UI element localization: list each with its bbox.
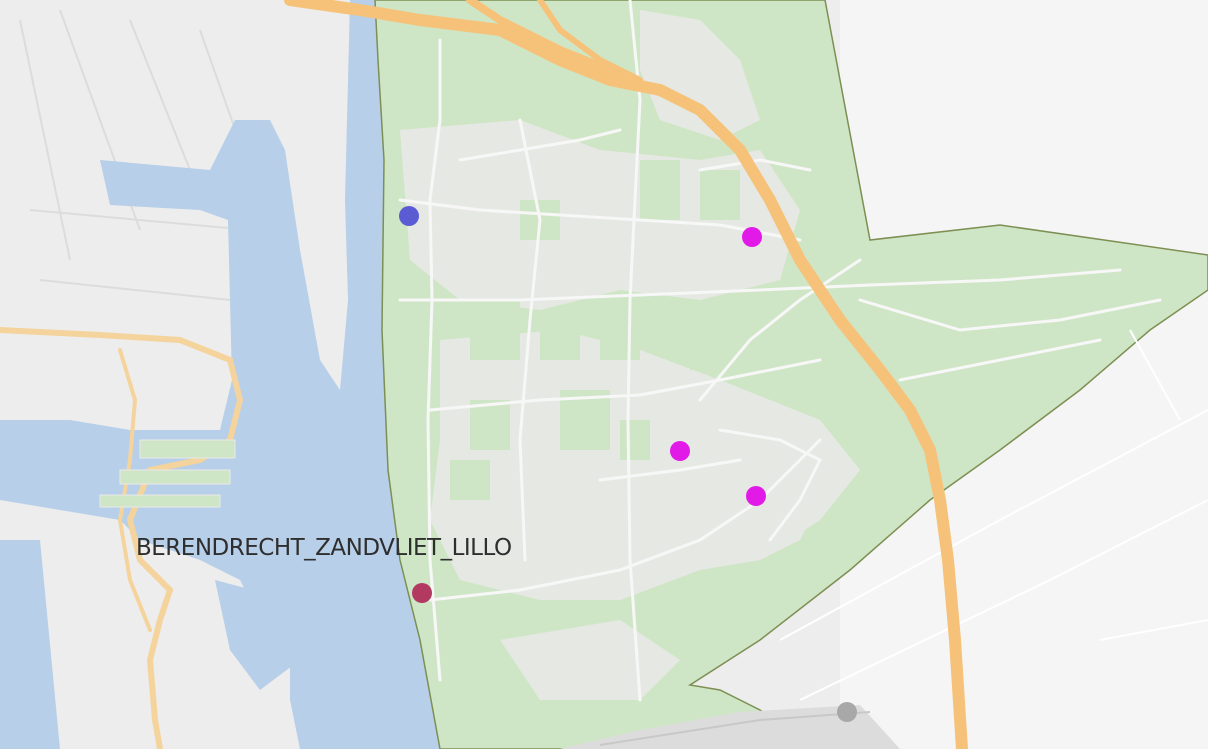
rail-strip [560,705,900,749]
dock-north [210,125,312,430]
marker-magenta-center[interactable] [670,441,690,461]
river-scheldt [0,0,440,749]
minor-roads [398,0,1162,702]
point-markers [399,206,857,722]
port-piers [99,439,236,508]
marker-magenta-south[interactable] [746,486,766,506]
district-label: BERENDRECHT_ZANDVLIET_LILLO [136,535,512,561]
canal-west [0,540,60,749]
east-faint-roads [779,329,1208,701]
marker-crimson[interactable] [412,583,432,603]
highway-ramp [466,0,654,94]
marker-magenta-north[interactable] [742,227,762,247]
marker-blue[interactable] [399,206,419,226]
dock-south [215,580,300,690]
highway-a12 [284,0,968,749]
marker-gray[interactable] [837,702,857,722]
highway-west-spur [117,348,152,632]
highway-ramp-2 [537,0,643,83]
